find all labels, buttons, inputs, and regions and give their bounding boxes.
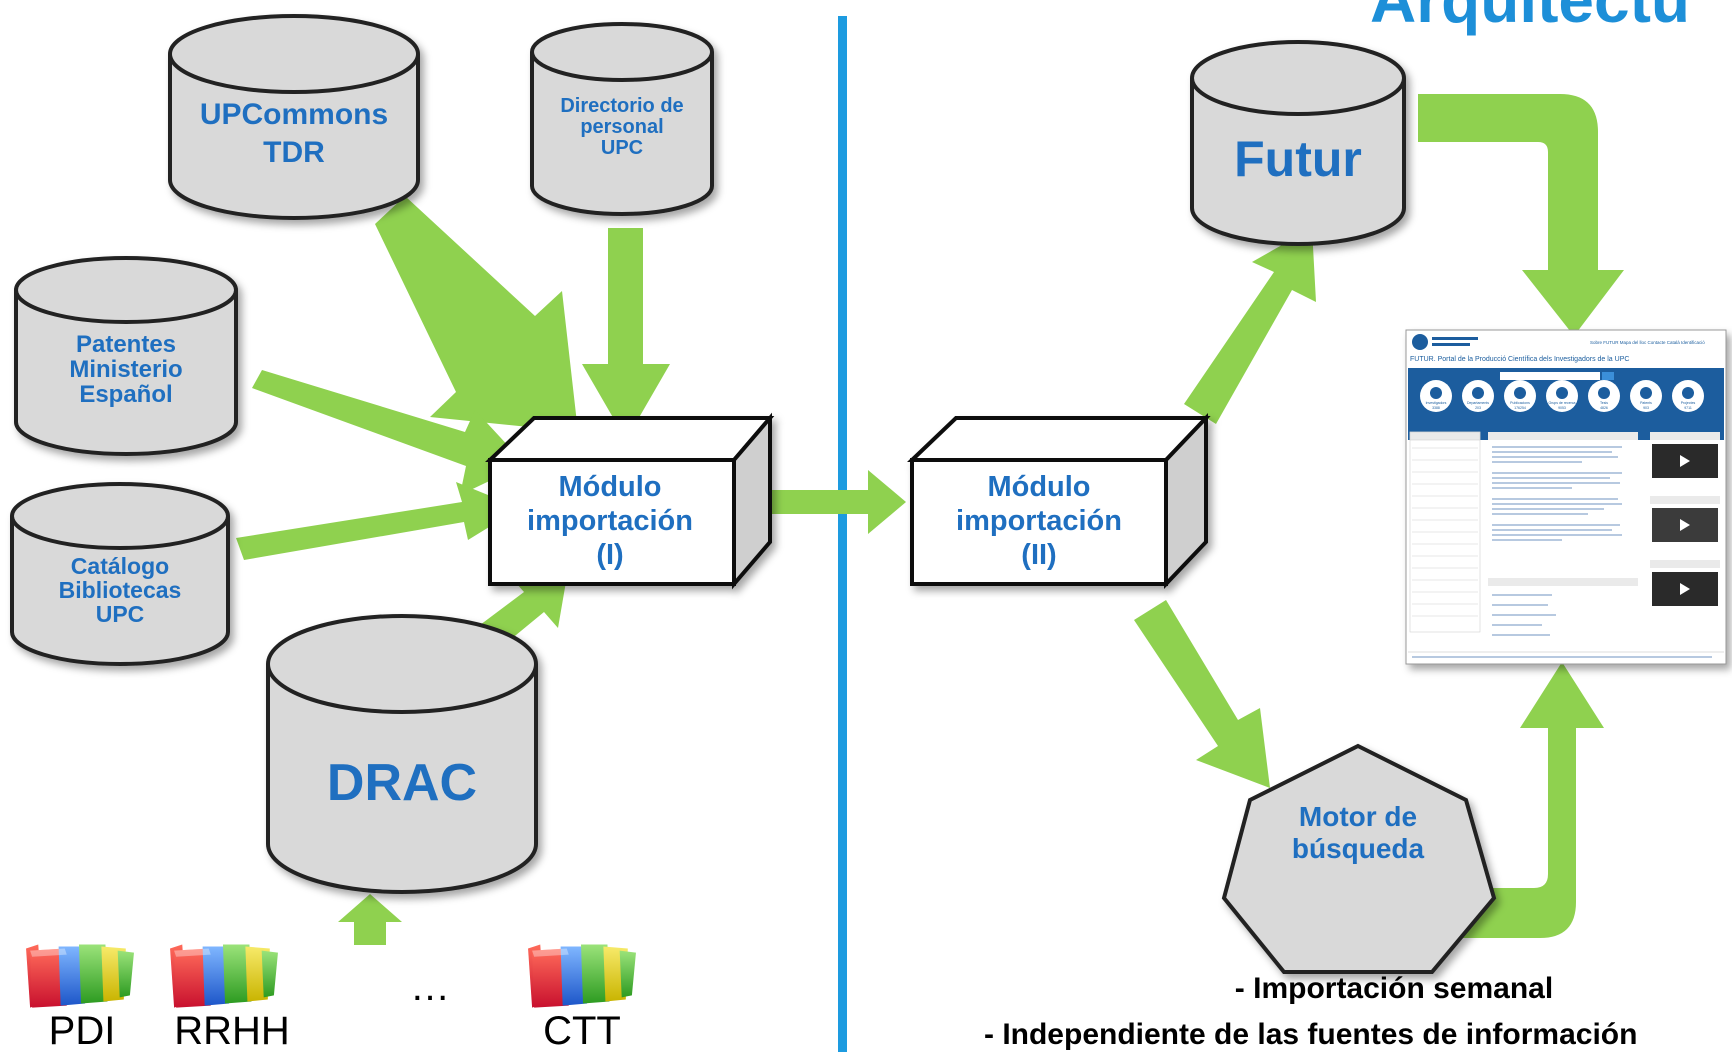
db-patentes-label-1: Patentes — [76, 331, 176, 358]
db-upcommons-label-1: UPCommons — [200, 98, 388, 131]
db-drac-label: DRAC — [327, 754, 477, 812]
portal-stats: Investigadors Departaments Publicacions … — [1420, 380, 1704, 412]
arrow-import2-to-futur — [1184, 228, 1316, 424]
svg-text:4826: 4826 — [1600, 406, 1608, 410]
module-import-1-label-3: (I) — [596, 539, 623, 571]
portal-search-button — [1602, 372, 1614, 380]
db-patentes-label-3: Español — [79, 381, 172, 408]
db-upcommons-label-2: TDR — [263, 136, 325, 169]
folder-label-ellipsis: … — [410, 965, 450, 1009]
note-source-independent: - Independiente de las fuentes de inform… — [984, 1018, 1637, 1051]
upc-logo-icon — [1412, 334, 1428, 350]
svg-text:Publicacions: Publicacions — [1510, 401, 1530, 405]
portal-footer — [1412, 656, 1712, 658]
folder-icon-ctt — [528, 944, 636, 1008]
db-catalogo-label-3: UPC — [96, 601, 145, 627]
play-icon — [1680, 583, 1690, 595]
arrow-patentes-to-import — [252, 370, 525, 495]
arrows-left — [236, 196, 906, 945]
arrows-right — [1134, 94, 1624, 938]
db-directorio-label-2: personal — [580, 116, 663, 138]
play-icon — [1680, 519, 1690, 531]
module-import-2-label-3: (II) — [1021, 539, 1056, 571]
arrow-import1-to-import2 — [768, 470, 906, 534]
search-engine-label-1: Motor de — [1299, 801, 1417, 832]
db-directorio-label-3: UPC — [601, 137, 643, 159]
arrow-upcommons-to-import — [375, 196, 578, 432]
portal-search-input — [1500, 372, 1600, 380]
search-engine-label-2: búsqueda — [1292, 833, 1425, 864]
db-drac — [266, 614, 538, 894]
db-patentes-label-2: Ministerio — [69, 356, 182, 383]
portal-top-links: Sobre FUTUR Mapa del lloc Contacte Catal… — [1590, 340, 1705, 345]
portal-content — [1488, 432, 1638, 636]
folder-icon-rrhh — [170, 944, 278, 1008]
svg-text:Tesis: Tesis — [1600, 401, 1608, 405]
module-import-2 — [907, 413, 1211, 589]
svg-text:203: 203 — [1475, 406, 1481, 410]
svg-text:176254: 176254 — [1514, 406, 1526, 410]
search-engine — [1221, 743, 1497, 974]
portal-heading: FUTUR. Portal de la Producció Científica… — [1410, 356, 1629, 363]
arrow-futur-to-portal — [1418, 94, 1624, 336]
futur-portal-screenshot: Sobre FUTUR Mapa del lloc Contacte Catal… — [1405, 329, 1727, 665]
section-divider — [838, 16, 847, 1052]
folder-icon-pdi — [26, 944, 134, 1008]
module-import-2-label-2: importación — [956, 505, 1122, 537]
db-futur-label: Futur — [1234, 131, 1362, 187]
db-catalogo — [10, 482, 230, 666]
db-futur — [1190, 40, 1406, 246]
arrow-catalogo-to-import — [236, 482, 520, 560]
module-import-1-label-1: Módulo — [558, 471, 661, 503]
arrow-folders-to-drac — [338, 894, 402, 945]
svg-text:Departaments: Departaments — [1467, 401, 1489, 405]
module-import-1 — [485, 412, 775, 590]
svg-text:3388: 3388 — [1432, 406, 1440, 410]
db-directorio-label-1: Directorio de — [560, 95, 683, 117]
db-catalogo-label-2: Bibliotecas — [59, 577, 182, 603]
module-import-1-label-2: importación — [527, 505, 693, 537]
svg-text:9053: 9053 — [1558, 406, 1566, 410]
db-patentes — [14, 256, 238, 456]
db-catalogo-label-1: Catálogo — [71, 553, 169, 579]
svg-text:Investigadors: Investigadors — [1426, 401, 1447, 405]
page-title: Arquitectu — [1370, 0, 1690, 36]
arrow-import2-to-search — [1134, 600, 1270, 788]
db-directorio — [530, 22, 714, 216]
svg-text:Grups de recerca: Grups de recerca — [1548, 401, 1575, 405]
db-upcommons — [168, 14, 420, 220]
svg-text:Patents: Patents — [1640, 401, 1652, 405]
svg-text:Projectes: Projectes — [1681, 401, 1696, 405]
folder-label-rrhh: RRHH — [174, 1009, 290, 1052]
note-weekly-import: - Importación semanal — [1235, 972, 1553, 1005]
module-import-2-label-1: Módulo — [987, 471, 1090, 503]
arrow-directorio-to-import — [582, 228, 670, 440]
folder-label-pdi: PDI — [49, 1009, 116, 1052]
portal-sidebar — [1409, 431, 1481, 633]
svg-text:903: 903 — [1643, 406, 1649, 410]
portal-videos — [1650, 432, 1720, 606]
folder-label-ctt: CTT — [543, 1009, 621, 1052]
svg-text:9711: 9711 — [1684, 406, 1692, 410]
arrow-search-to-portal — [1456, 662, 1604, 938]
play-icon — [1680, 455, 1690, 467]
